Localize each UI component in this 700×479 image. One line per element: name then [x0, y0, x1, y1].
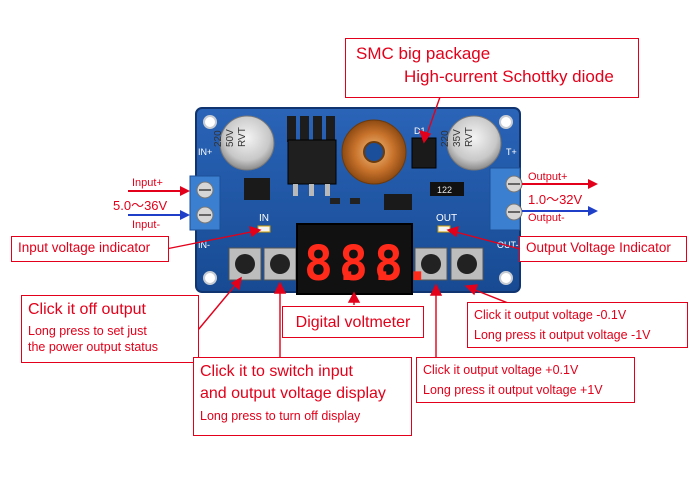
smd-part [330, 198, 340, 204]
plus-voltage-line-2: Long press it output voltage +1V [423, 382, 603, 397]
plus-voltage-button[interactable] [414, 247, 448, 281]
silk-in-plus: IN+ [198, 147, 212, 157]
small-chip-right [384, 194, 412, 210]
mount-hole-top-right [499, 115, 513, 129]
input-plus-label: Input+ [132, 177, 163, 189]
heatsink-fins [287, 116, 335, 142]
voltmeter-callout: Digital voltmeter [282, 306, 424, 338]
voltmeter-text: Digital voltmeter [295, 314, 411, 331]
minus-voltage-line-2: Long press it output voltage -1V [474, 327, 651, 342]
capacitor-right [446, 115, 502, 171]
silk-out-plus: T+ [506, 147, 517, 157]
smd-resistor [430, 182, 464, 196]
off-output-line-3: the power output status [28, 340, 158, 355]
input-range-label: 5.0～36V [113, 198, 168, 213]
ic-pin [309, 184, 314, 196]
capacitor-left-text-3: RVT [237, 127, 248, 147]
capacitor-right-text-2: 35V [452, 129, 463, 147]
display-digit-3: 8. [374, 236, 432, 292]
silk-out-minus: OUT- [497, 240, 519, 250]
input-terminal-block [189, 175, 221, 231]
capacitor-left-text-2: 50V [225, 129, 236, 147]
capacitor-right-text-1: 220 [440, 130, 451, 147]
output-indicator-led [437, 225, 451, 233]
regulator-ic [287, 139, 337, 185]
off-output-line-2: Long press to set just [28, 323, 147, 338]
minus-voltage-line-1: Click it output voltage -0.1V [474, 308, 627, 322]
output-plus-arrow [522, 179, 598, 189]
off-output-button[interactable] [228, 247, 262, 281]
input-indicator-text: Input voltage indicator [18, 240, 151, 255]
output-terminal-block [489, 167, 523, 231]
smd-part [350, 198, 360, 204]
input-indicator-callout: Input voltage indicator [11, 236, 169, 262]
smc-callout-line-2: High-current Schottky diode [404, 66, 614, 86]
input-minus-arrow [128, 210, 190, 220]
switch-display-line-1: Click it to switch input [200, 363, 353, 380]
output-plus-label: Output+ [528, 171, 568, 183]
plus-voltage-line-1: Click it output voltage +0.1V [423, 363, 579, 377]
switch-display-callout: Click it to switch input and output volt… [193, 357, 412, 436]
silk-in: IN [259, 213, 269, 224]
input-indicator-led [257, 225, 271, 233]
smc-callout-line-1: SMC big package [356, 44, 491, 63]
off-output-line-1: Click it off output [28, 301, 146, 318]
resistor-code: 122 [437, 185, 452, 195]
input-plus-arrow [128, 186, 190, 196]
capacitor-left [219, 115, 275, 171]
inductor-center [363, 141, 385, 163]
capacitor-left-text-1: 220 [213, 130, 224, 147]
input-minus-label: Input- [132, 219, 161, 231]
display-digit-2: 8. [339, 236, 397, 292]
minus-voltage-callout: Click it output voltage -0.1V Long press… [467, 302, 688, 348]
switch-display-line-3: Long press to turn off display [200, 409, 361, 424]
minus-voltage-button[interactable] [450, 247, 484, 281]
smc-diode-callout: SMC big package High-current Schottky di… [345, 38, 639, 98]
mount-hole-bottom-left [203, 271, 217, 285]
silk-out: OUT [436, 213, 457, 224]
ic-pin [325, 184, 330, 196]
output-indicator-text: Output Voltage Indicator [526, 240, 671, 255]
output-indicator-callout: Output Voltage Indicator [519, 236, 687, 262]
output-minus-label: Output- [528, 212, 565, 224]
display-digit-1: 8. [304, 236, 362, 292]
silk-in-minus: IN- [198, 240, 210, 250]
capacitor-right-text-3: RVT [464, 127, 475, 147]
off-output-callout: Click it off output Long press to set ju… [21, 295, 199, 363]
switch-display-line-2: and output voltage display [200, 384, 386, 402]
output-range-label: 1.0～32V [528, 192, 583, 207]
ic-pin [293, 184, 298, 196]
mount-hole-bottom-right [499, 271, 513, 285]
switch-display-button[interactable] [263, 247, 297, 281]
small-chip-left [244, 178, 270, 200]
plus-voltage-callout: Click it output voltage +0.1V Long press… [416, 357, 635, 403]
output-minus-arrow [522, 206, 598, 216]
mount-hole-top-left [203, 115, 217, 129]
